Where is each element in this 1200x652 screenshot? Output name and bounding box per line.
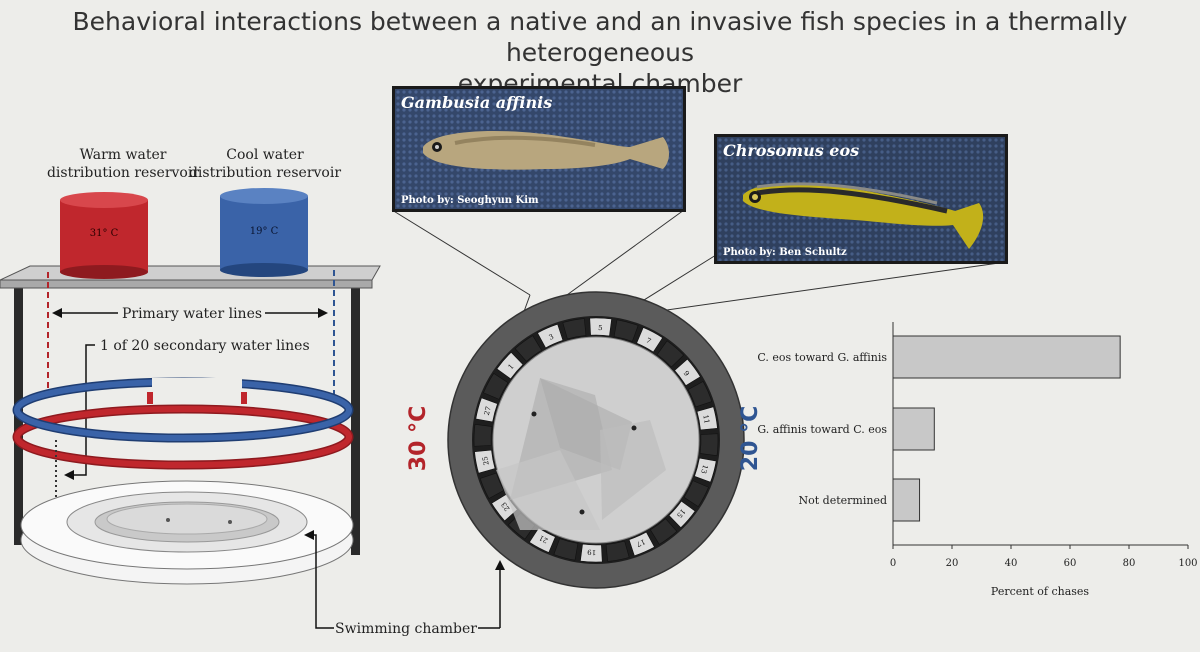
arena-compartment — [479, 472, 505, 499]
chart-category-label: G. affinis toward C. eos — [757, 423, 887, 436]
arena-cool-temp-label: 20 °C — [738, 405, 764, 472]
arena-compartment — [473, 424, 493, 447]
cool-temp-label: 19° C — [250, 226, 279, 237]
chase-bar-chart: C. eos toward G. affinis G. affinis towar… — [757, 322, 1198, 598]
arena-compartment — [628, 531, 655, 557]
arena-compartment — [537, 323, 564, 349]
compartment-number: 3 — [548, 333, 555, 342]
arena-compartment — [474, 449, 496, 474]
arena-compartment — [687, 381, 713, 408]
warm-reservoir-label: Warm water distribution reservoir — [28, 146, 218, 182]
arena-compartment — [613, 319, 639, 342]
warm-reservoir-label-line1: Warm water — [79, 147, 167, 163]
warm-reservoir — [60, 192, 148, 279]
chart-tick-label: 100 — [1178, 558, 1197, 569]
chrosomus-fish-image — [717, 137, 1005, 261]
cool-reservoir — [220, 188, 308, 277]
chart-tick-label: 60 — [1064, 558, 1077, 569]
page-title: Behavioral interactions between a native… — [0, 6, 1200, 99]
warm-reservoir-label-line2: distribution reservoir — [46, 165, 200, 181]
chrosomus-species-label: Chrosomus eos — [723, 141, 860, 160]
chart-tick-label: 20 — [946, 558, 959, 569]
arena-compartment — [589, 317, 612, 337]
swimming-chamber-model — [20, 480, 354, 585]
arena-compartment — [605, 540, 630, 562]
arena-compartment — [580, 543, 603, 563]
compartment-number: 11 — [701, 414, 711, 424]
arena-compartment — [674, 358, 701, 386]
chrosomus-photo-credit: Photo by: Ben Schultz — [723, 247, 847, 258]
arena-compartment — [496, 351, 524, 380]
cool-reservoir-label-line1: Cool water — [226, 147, 304, 163]
chart-tick-label: 40 — [1005, 558, 1018, 569]
compartment-number: 19 — [587, 548, 596, 556]
compartment-number: 9 — [682, 369, 691, 377]
cool-reservoir-label: Cool water distribution reservoir — [180, 146, 350, 182]
arena-compartment — [483, 373, 509, 400]
chart-tick-label: 0 — [890, 558, 896, 569]
chart-category-label: Not determined — [799, 494, 888, 507]
arena-compartment — [514, 335, 542, 362]
chart-tick-label: 80 — [1123, 558, 1136, 569]
arena-compartment — [650, 518, 678, 545]
compartment-number: 27 — [483, 406, 493, 417]
arena-compartment — [668, 500, 696, 529]
compartment-number: 5 — [598, 324, 603, 332]
compartment-number: 17 — [635, 537, 646, 548]
gambusia-fish-image — [395, 89, 683, 209]
chart-bar — [892, 407, 935, 451]
arena-compartment — [656, 340, 685, 368]
table-leg-right — [351, 285, 360, 555]
arena-compartment — [475, 397, 498, 423]
arena-top-view: 3 5 7 9 11 13 15 17 19 21 23 25 27 1 — [447, 291, 745, 589]
chart-x-axis-label: Percent of chases — [991, 585, 1089, 598]
primary-water-lines-label: Primary water lines — [122, 306, 262, 322]
table-top — [0, 265, 381, 281]
compartment-number: 23 — [500, 500, 512, 512]
compartment-number: 13 — [699, 464, 709, 475]
arena-compartment — [694, 457, 717, 483]
gambusia-photo-credit: Photo by: Seoghyun Kim — [401, 195, 539, 206]
chrosomus-photo: Chrosomus eos Photo by: Ben Schultz — [714, 134, 1008, 264]
chart-bar — [892, 478, 921, 522]
compartment-number: 1 — [507, 363, 516, 372]
compartment-number: 21 — [538, 533, 550, 544]
warm-temp-label: 31° C — [90, 228, 119, 239]
swimming-chamber-label: Swimming chamber — [335, 621, 477, 637]
compartment-number: 7 — [645, 336, 653, 345]
secondary-water-lines-label: 1 of 20 secondary water lines — [100, 338, 310, 354]
arena-compartment — [696, 406, 718, 431]
arena-compartment — [562, 318, 587, 340]
arena-compartment — [553, 538, 579, 561]
compartment-number: 15 — [675, 507, 687, 519]
compartment-number: 25 — [481, 456, 491, 466]
arena-warm-temp-label: 30 °C — [406, 405, 432, 472]
cool-reservoir-label-line2: distribution reservoir — [188, 165, 342, 181]
arena-compartment — [699, 433, 719, 456]
chart-bar — [892, 335, 1121, 379]
chart-category-label: C. eos toward G. affinis — [757, 351, 887, 364]
gambusia-photo: Gambusia affinis Photo by: Seoghyun Kim — [392, 86, 686, 212]
arena-compartment — [636, 327, 663, 353]
gambusia-species-label: Gambusia affinis — [401, 93, 553, 112]
arena-compartment — [683, 480, 709, 507]
title-line-1: Behavioral interactions between a native… — [72, 7, 1128, 67]
